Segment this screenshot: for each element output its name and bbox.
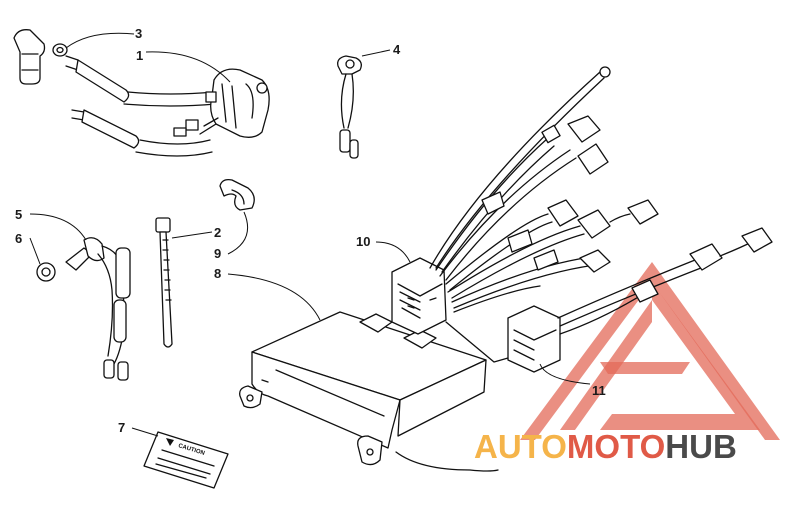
caution-decal: CAUTION	[143, 431, 229, 489]
leader-lines	[29, 32, 591, 437]
ecu-module	[239, 311, 499, 472]
callout-8: 8	[214, 266, 221, 281]
svg-text:AUTOMOTOHUB: AUTOMOTOHUB	[474, 428, 737, 465]
callout-labels: 3 1 4 5 6 2 9 8 7 10 11	[15, 26, 606, 435]
callout-6: 6	[15, 231, 22, 246]
callout-2: 2	[214, 225, 221, 240]
cable-tie	[155, 217, 173, 348]
callout-5: 5	[15, 207, 22, 222]
watermark-moto: MOTO	[567, 428, 665, 465]
watermark-hub: HUB	[665, 428, 737, 465]
clip-part-9	[219, 178, 255, 211]
connector-part-11	[445, 227, 773, 373]
callout-10: 10	[356, 234, 370, 249]
wire-harness	[391, 66, 659, 335]
callout-1: 1	[136, 48, 143, 63]
callout-11: 11	[592, 383, 606, 398]
ignition-coil	[65, 55, 270, 157]
callout-9: 9	[214, 246, 221, 261]
callout-3: 3	[135, 26, 142, 41]
callout-4: 4	[393, 42, 401, 57]
callout-7: 7	[118, 420, 125, 435]
sensor-part-4	[337, 55, 362, 159]
watermark-auto: AUTO	[474, 428, 567, 465]
switch-part-5	[65, 237, 131, 381]
watermark-text: AUTOMOTOHUB	[474, 428, 737, 465]
spark-plug-cap	[13, 29, 68, 85]
washer-part-6	[36, 262, 56, 282]
